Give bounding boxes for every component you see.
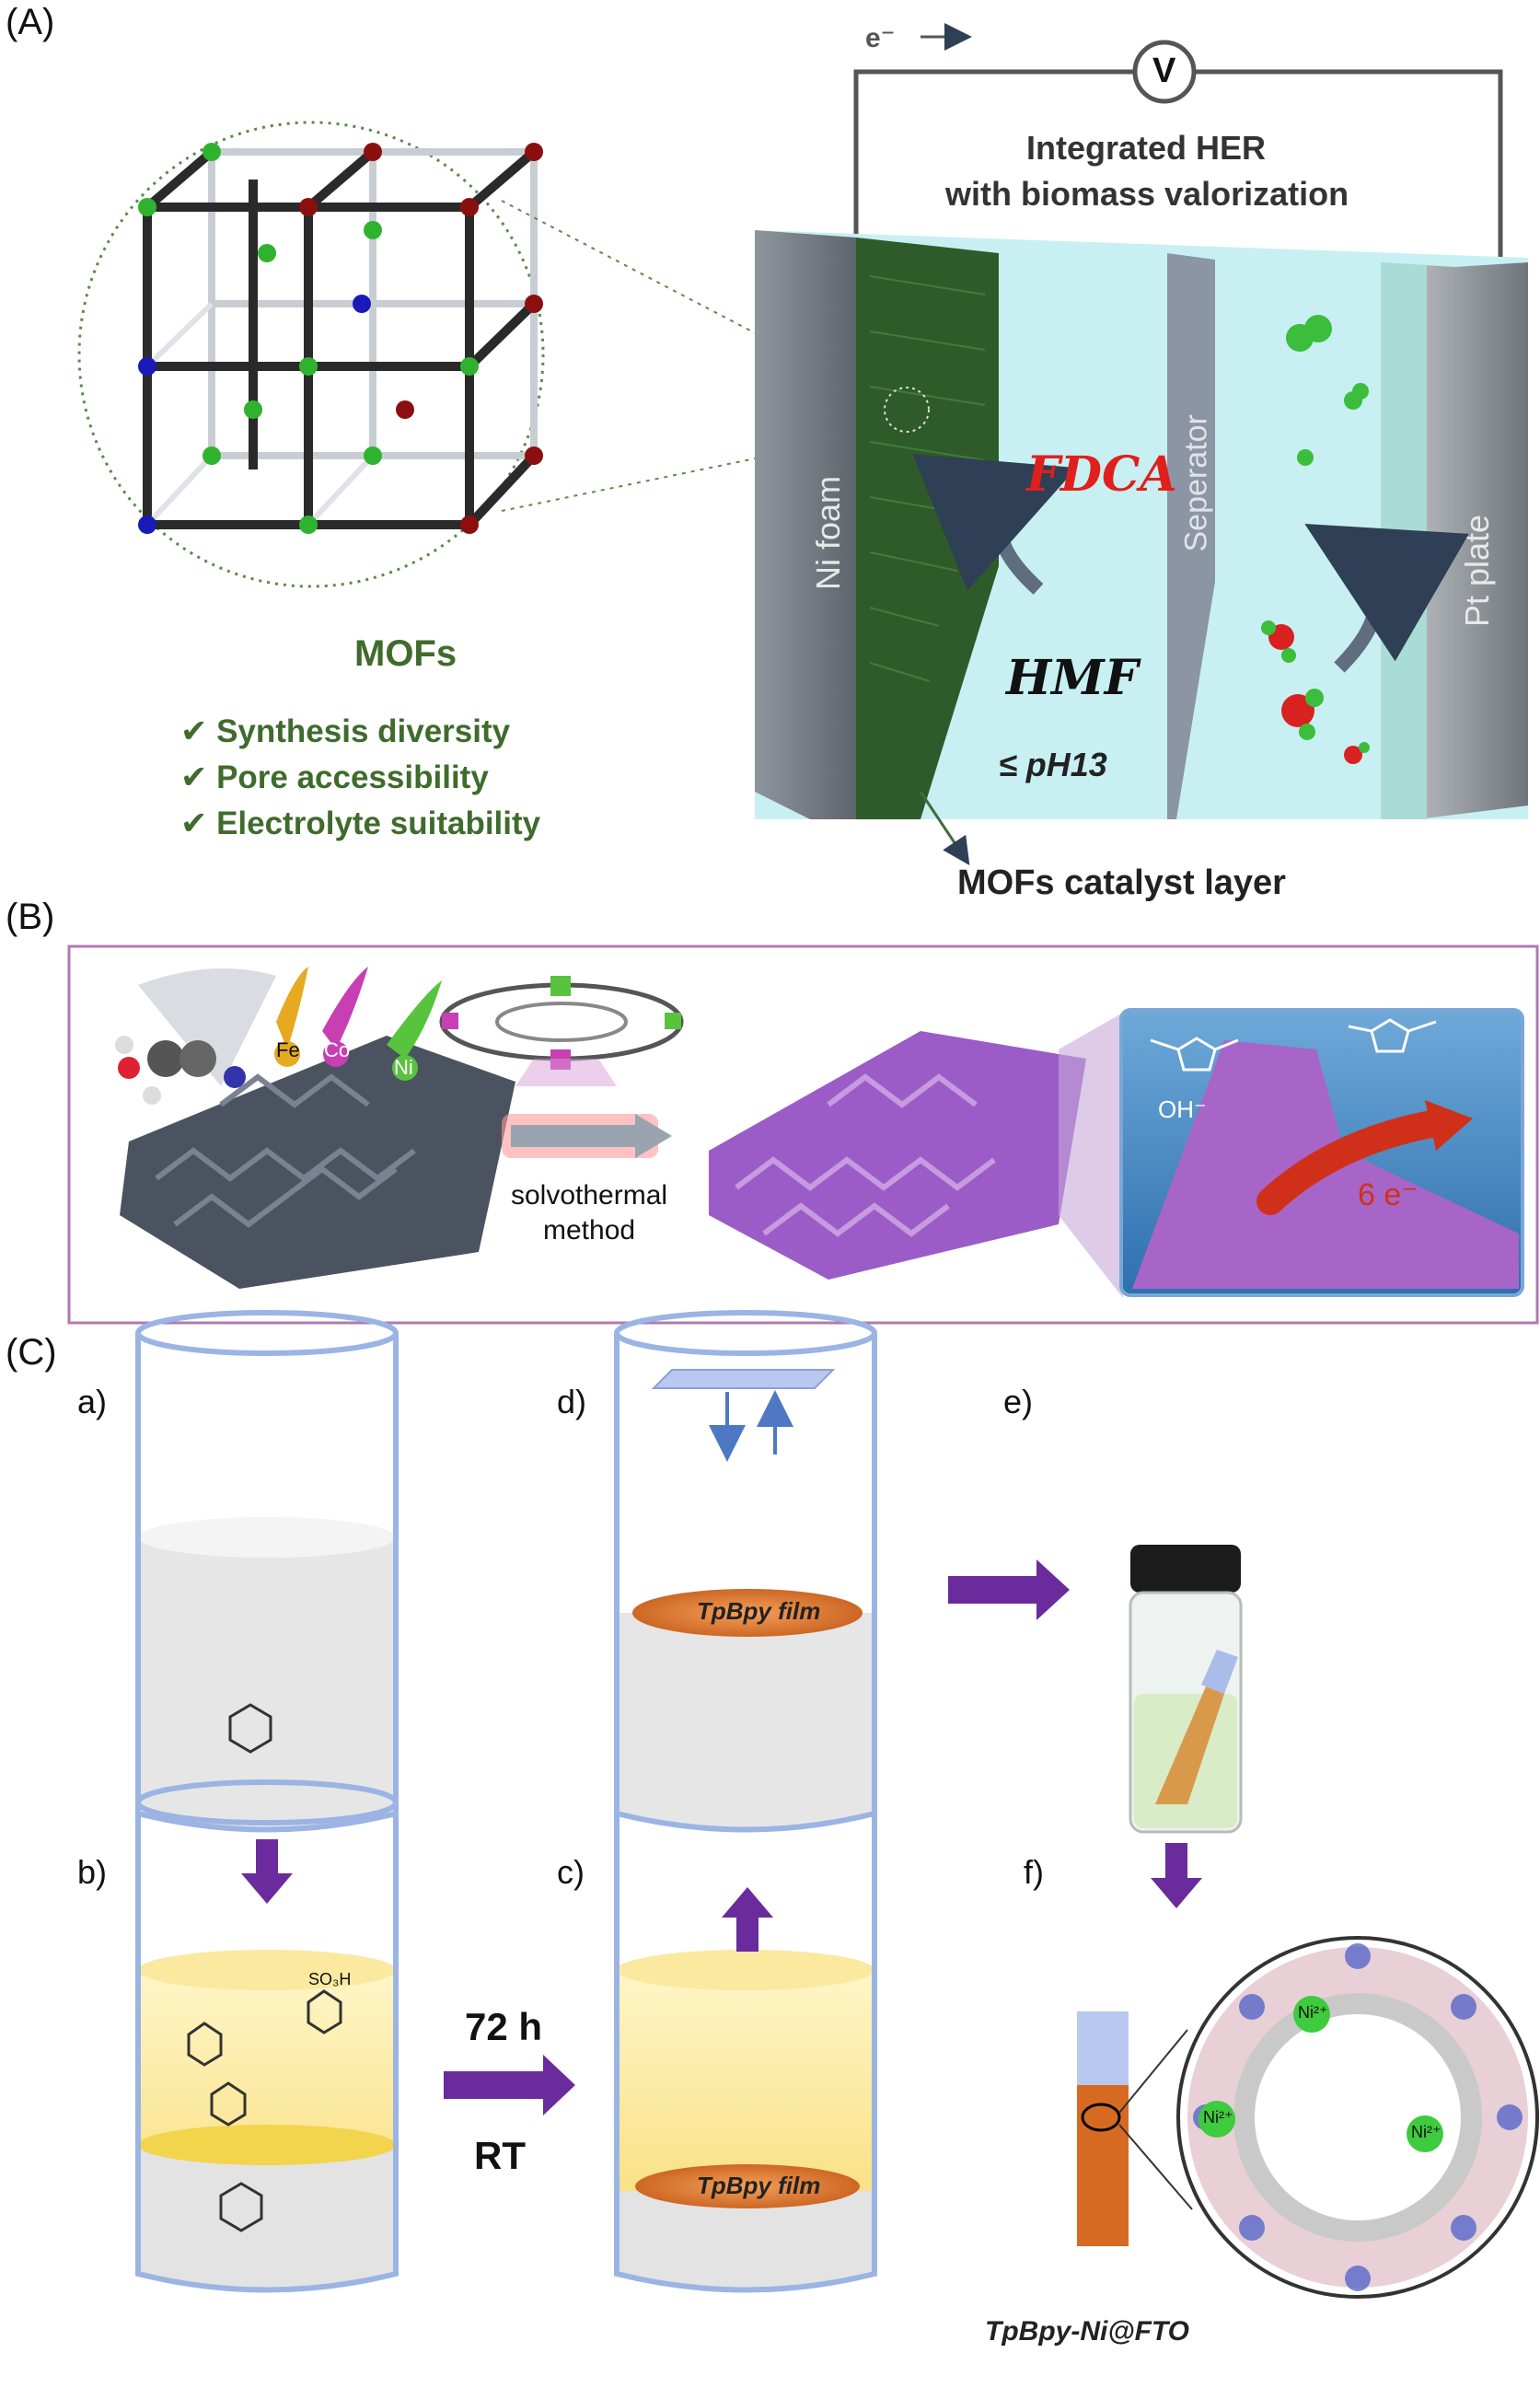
fto-slide [1077, 2011, 1193, 2246]
step-f: f) [1024, 1853, 1044, 1891]
ni-ion-3: Ni²⁺ [1411, 2123, 1442, 2141]
beaker-d [614, 1310, 877, 1833]
method-line2: method [543, 1215, 636, 1246]
title-line1: Integrated HER [1026, 129, 1267, 167]
step-b: b) [77, 1853, 108, 1891]
vial-e [1129, 1545, 1243, 1834]
film-label-d: TpBpy film [697, 1597, 821, 1625]
ni-ion-2: Ni²⁺ [1203, 2108, 1233, 2127]
electrons-label: 6 e⁻ [1358, 1177, 1418, 1212]
film-label-c: TpBpy film [697, 2172, 821, 2199]
ni-foam-label: Ni foam [809, 475, 847, 590]
beaker-c [614, 1779, 877, 2293]
panel-label-c: (C) [6, 1332, 57, 1373]
hmf-label: HMF [1006, 650, 1139, 706]
purple-framework [709, 1031, 1086, 1280]
time-label: 72 h [465, 2005, 543, 2048]
catalyst-layer-label: MOFs catalyst layer [957, 863, 1286, 902]
voltmeter-label: V [1152, 52, 1176, 90]
step-e: e) [1003, 1383, 1034, 1420]
electron-label: e⁻ [865, 23, 896, 53]
temp-label: RT [474, 2134, 526, 2177]
panel-label-b: (B) [6, 897, 55, 937]
sulfonic-label: SO₃H [308, 1970, 352, 1988]
metal-ni: Ni [394, 1056, 413, 1079]
title-line2: with biomass valorization [945, 175, 1349, 213]
beaker-a [135, 1310, 399, 1833]
metal-precursors [115, 967, 442, 1105]
ni-ion-1: Ni²⁺ [1298, 2003, 1328, 2022]
mof-schematic [439, 976, 684, 1086]
step-c: c) [557, 1853, 585, 1891]
metal-fe: Fe [276, 1038, 300, 1061]
feature-2-text: Pore accessibility [216, 759, 489, 795]
feature-1-text: Synthesis diversity [216, 713, 511, 749]
electrolyzer-cell [755, 23, 1528, 865]
feature-3: ✔ Electrolyte suitability [180, 805, 541, 841]
product-label: TpBpy-Ni@FTO [985, 2316, 1190, 2347]
reaction-inset [1119, 1008, 1524, 1297]
fdca-label: FDCA [1026, 446, 1177, 503]
pt-plate-label: Pt plate [1458, 514, 1496, 627]
mof-lattice-circle [77, 121, 545, 588]
gray-framework [120, 1036, 515, 1289]
feature-2: ✔ Pore accessibility [180, 759, 489, 795]
cof-pore-circle [1176, 1936, 1539, 2299]
feature-1: ✔ Synthesis diversity [180, 713, 511, 749]
method-line1: solvothermal [511, 1180, 668, 1211]
panel-label-a: (A) [6, 2, 55, 42]
mofs-label: MOFs [354, 633, 457, 674]
separator-label: Seperator [1178, 414, 1214, 552]
feature-3-text: Electrolyte suitability [216, 805, 541, 841]
step-d: d) [557, 1383, 587, 1420]
ph-label: ≤ pH13 [999, 746, 1107, 783]
step-a: a) [77, 1383, 108, 1420]
metal-co: Co [324, 1038, 351, 1061]
hydroxide-label: OH⁻ [1158, 1095, 1207, 1123]
process-arrows [241, 1559, 1202, 2115]
solvothermal-arrow [511, 1114, 672, 1158]
beaker-b [135, 1779, 399, 2293]
